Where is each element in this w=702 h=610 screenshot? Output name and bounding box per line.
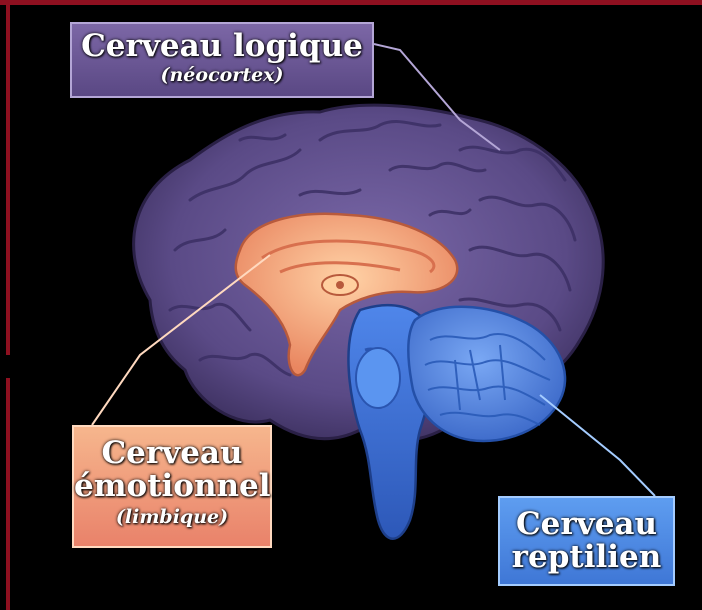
- reptilian-title-line2: reptilien: [500, 541, 673, 574]
- pons-shape: [356, 348, 400, 408]
- reptilian-leader-line: [540, 395, 655, 496]
- limbic-title-line2: émotionnel: [74, 470, 270, 503]
- limbic-subtitle: (limbique): [74, 505, 270, 529]
- reptilian-title-line1: Cerveau: [500, 508, 673, 541]
- limbic-title-line1: Cerveau: [74, 437, 270, 470]
- neocortex-label-box: Cerveau logique (néocortex): [70, 22, 374, 98]
- neocortex-title: Cerveau logique: [72, 30, 372, 63]
- limbic-label-box: Cerveau émotionnel (limbique): [72, 425, 272, 548]
- reptilian-label-box: Cerveau reptilien: [498, 496, 675, 586]
- neocortex-subtitle: (néocortex): [72, 63, 372, 87]
